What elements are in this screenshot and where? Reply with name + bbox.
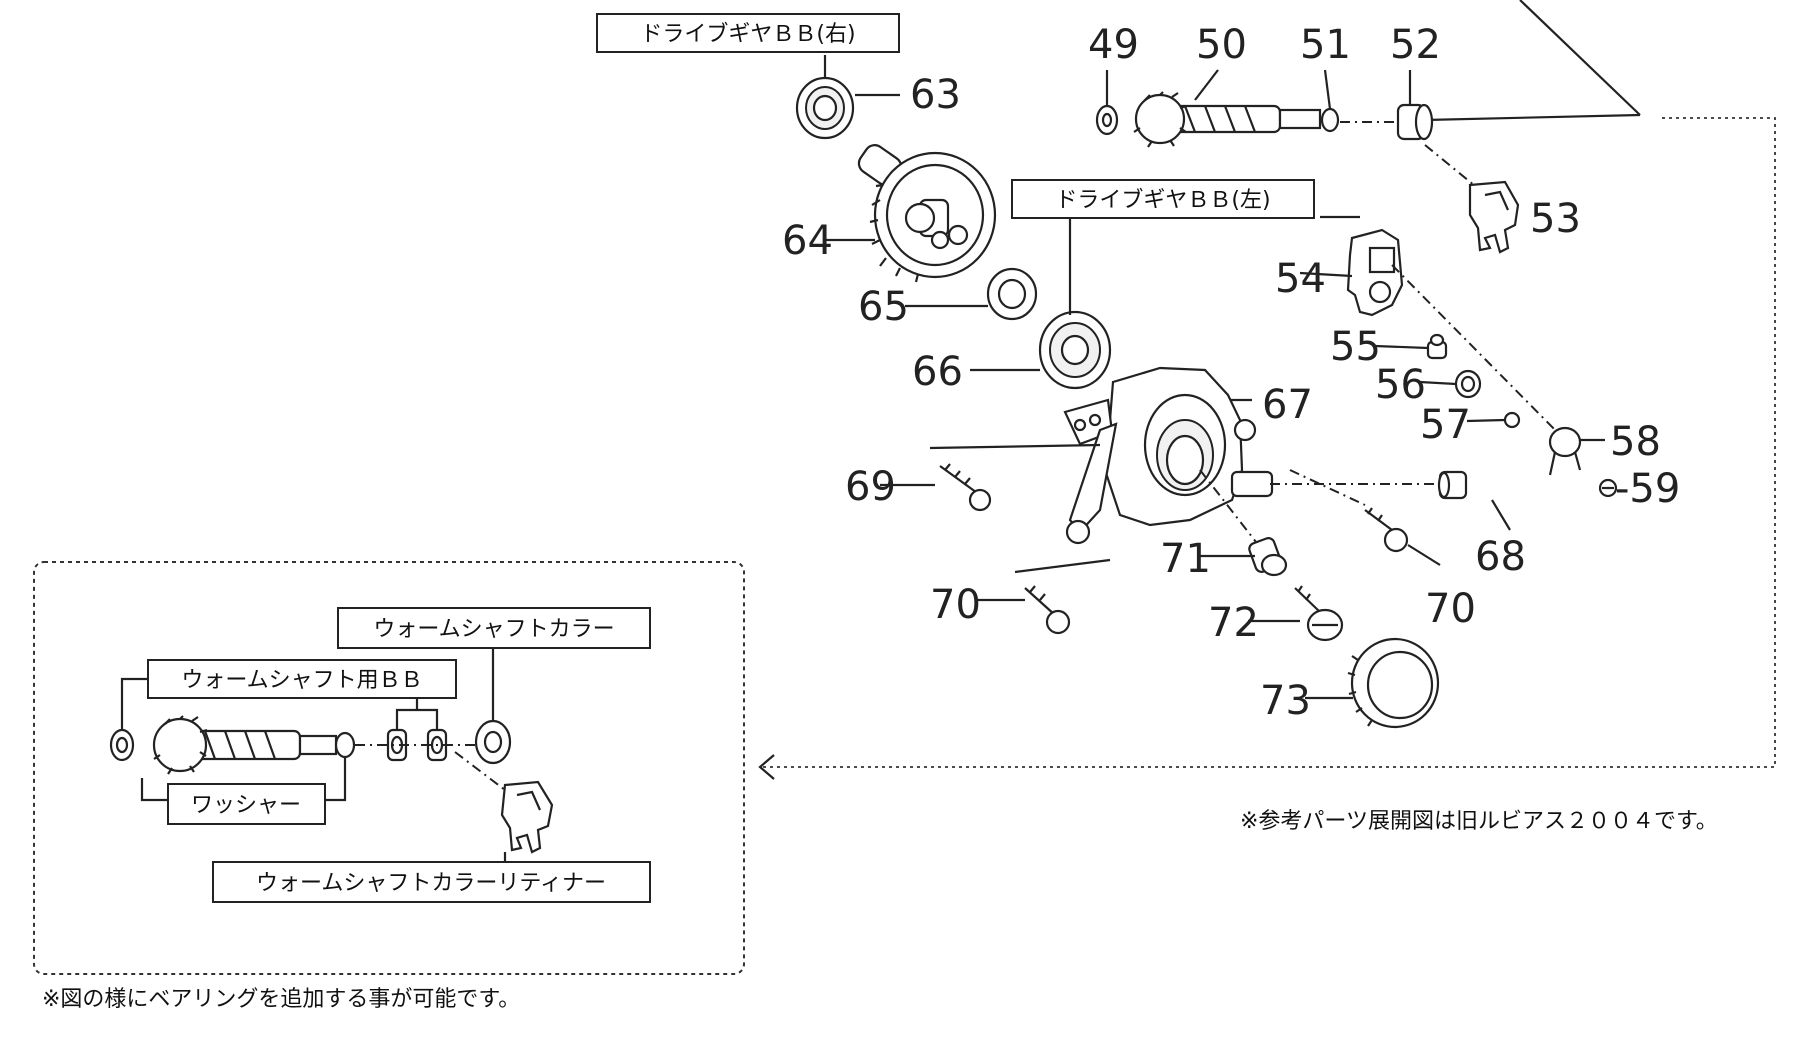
part-number-66: 66: [912, 349, 963, 395]
part-number-56: 56: [1375, 362, 1426, 408]
inset-worm-shaft-bb: [109, 728, 135, 762]
part-49-washer: [1095, 104, 1119, 136]
part-number-54: 54: [1275, 256, 1326, 302]
part-70-screw-b: [1364, 507, 1409, 553]
part-number-58: 58: [1610, 419, 1661, 465]
part-67-side-plate: [1063, 366, 1274, 545]
part-66-bearing: [1038, 310, 1112, 390]
leader-69-bracket: [929, 443, 1101, 450]
part-55-pin: [1426, 333, 1448, 360]
part-number-65: 65: [858, 284, 909, 330]
part-52-collar: [1396, 103, 1434, 141]
part-54-bracket: [1346, 228, 1404, 317]
inset-axis-line-retainer: [454, 751, 506, 791]
part-number-59: -59: [1615, 466, 1680, 512]
part-68-bushing: [1437, 470, 1468, 500]
reference-note: ※参考パーツ展開図は旧ルビアス２００４です。: [1240, 809, 1718, 834]
part-number-64: 64: [782, 218, 833, 264]
callout-washer: ワッシャー: [167, 783, 326, 825]
bearing-note: ※図の様にベアリングを追加する事が可能です。: [42, 987, 520, 1012]
part-number-50: 50: [1196, 22, 1247, 68]
part-number-labels: 49 50 51 52 53 54 55 56 57 58 -59 63 64 …: [782, 22, 1680, 724]
part-70-screw-a: [1024, 585, 1071, 635]
part-51-washer: [1320, 107, 1340, 133]
part-number-70-b: 70: [1425, 586, 1476, 632]
part-number-55: 55: [1330, 324, 1381, 370]
inset-frame: [33, 561, 745, 975]
callout-drive-gear-bb-left-text: ドライブギヤＢＢ(左): [1055, 188, 1270, 213]
guide-line-top: [1519, 0, 1641, 116]
part-number-51: 51: [1300, 22, 1351, 68]
part-69-screw: [939, 463, 992, 512]
part-59-screw: [1598, 478, 1618, 498]
inset-worm-shaft: [152, 715, 338, 775]
part-number-72: 72: [1208, 600, 1259, 646]
part-57-ring: [1503, 411, 1521, 429]
callout-worm-shaft-collar-retainer-text: ウォームシャフトカラーリティナー: [256, 871, 606, 896]
part-number-68: 68: [1475, 534, 1526, 580]
dotted-path-to-inset: [762, 117, 1776, 768]
part-number-67: 67: [1262, 382, 1313, 428]
leader-70a-bracket: [1014, 558, 1111, 574]
part-71-collar: [1248, 537, 1288, 577]
part-72-screw: [1294, 585, 1344, 642]
callout-worm-shaft-collar-text: ウォームシャフトカラー: [373, 617, 614, 642]
inset-washer: [334, 731, 356, 759]
axis-line-70b: [1289, 469, 1366, 506]
part-56-bushing: [1454, 369, 1482, 399]
part-number-69: 69: [845, 464, 896, 510]
part-number-73: 73: [1260, 678, 1311, 724]
part-63-bearing: [795, 76, 855, 140]
inset-worm-shaft-collar: [474, 719, 512, 765]
part-64-drive-gear: [857, 144, 997, 283]
leader-lines: [826, 69, 1605, 700]
inset-arrow-icon: [758, 754, 775, 780]
callout-worm-shaft-bb-text: ウォームシャフト用ＢＢ: [181, 668, 422, 693]
part-number-63: 63: [910, 72, 961, 118]
part-number-70-a: 70: [930, 582, 981, 628]
callout-worm-shaft-collar-retainer: ウォームシャフトカラーリティナー: [212, 861, 651, 903]
callout-drive-gear-bb-left: ドライブギヤＢＢ(左): [1011, 179, 1315, 219]
axis-line-55-58: [1391, 264, 1566, 441]
part-number-49: 49: [1088, 22, 1139, 68]
part-73-nut: [1347, 637, 1440, 729]
callout-drive-gear-bb-right-text: ドライブギヤＢＢ(右): [640, 22, 855, 47]
part-58-clip: [1548, 426, 1582, 476]
part-50-worm-shaft: [1133, 91, 1322, 148]
inset-bracket-bb: [120, 677, 148, 730]
part-53-retainer: [1468, 180, 1520, 254]
callout-worm-shaft-collar: ウォームシャフトカラー: [337, 607, 651, 649]
part-65-washer: [986, 267, 1038, 321]
callout-washer-text: ワッシャー: [191, 793, 301, 818]
inset-retainer: [500, 780, 554, 854]
part-number-52: 52: [1390, 22, 1441, 68]
part-number-57: 57: [1420, 402, 1471, 448]
part-number-53: 53: [1530, 196, 1581, 242]
part-number-71: 71: [1160, 536, 1211, 582]
axis-line-53: [1424, 144, 1481, 191]
callout-drive-gear-bb-right: ドライブギヤＢＢ(右): [596, 13, 900, 53]
callout-worm-shaft-bb: ウォームシャフト用ＢＢ: [147, 659, 457, 699]
guide-line-52: [1424, 113, 1641, 122]
inset-bracket-washer: [140, 757, 347, 802]
